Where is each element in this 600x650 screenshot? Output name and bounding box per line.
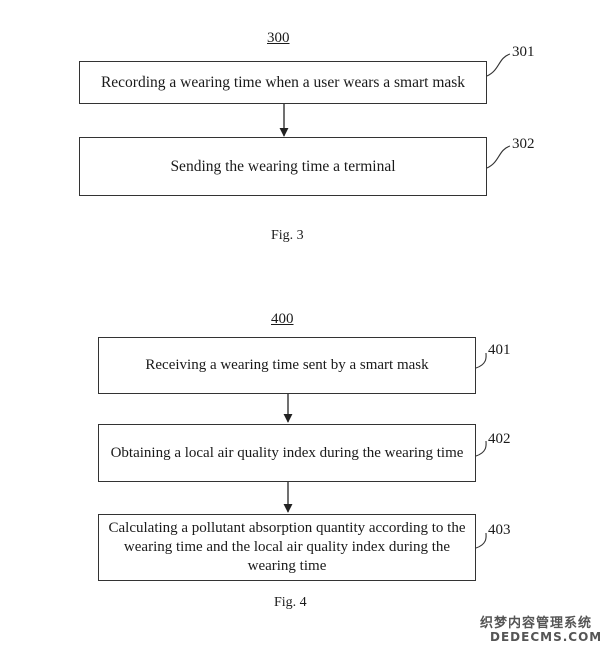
step-box-401: Receiving a wearing time sent by a smart…: [98, 337, 476, 394]
step-box-302: Sending the wearing time a terminal: [79, 137, 487, 196]
step-text-302: Sending the wearing time a terminal: [170, 157, 396, 175]
ref-label-403: 403: [488, 522, 511, 538]
ref-label-302: 302: [512, 136, 535, 152]
watermark-line2: DEDECMS.COM: [490, 630, 600, 644]
fig4-number: 400: [271, 311, 294, 327]
fig4-caption: Fig. 4: [274, 595, 307, 610]
ref-curve-302: [486, 145, 511, 169]
step-box-402: Obtaining a local air quality index duri…: [98, 424, 476, 482]
ref-curve-401: [475, 352, 487, 369]
ref-curve-301: [486, 53, 511, 77]
step-box-403: Calculating a pollutant absorption quant…: [98, 514, 476, 581]
ref-label-301: 301: [512, 44, 535, 60]
ref-curve-403: [475, 532, 487, 549]
fig3-caption: Fig. 3: [271, 228, 304, 243]
step-box-301: Recording a wearing time when a user wea…: [79, 61, 487, 104]
watermark-line1: 织梦内容管理系统: [480, 616, 593, 631]
ref-label-401: 401: [488, 342, 511, 358]
step-text-401: Receiving a wearing time sent by a smart…: [145, 357, 429, 374]
step-text-403: Calculating a pollutant absorption quant…: [108, 520, 466, 574]
step-text-402: Obtaining a local air quality index duri…: [110, 444, 464, 461]
ref-curve-402: [475, 440, 487, 457]
fig3-number: 300: [267, 30, 290, 46]
step-text-301: Recording a wearing time when a user wea…: [100, 73, 466, 91]
ref-label-402: 402: [488, 431, 511, 447]
